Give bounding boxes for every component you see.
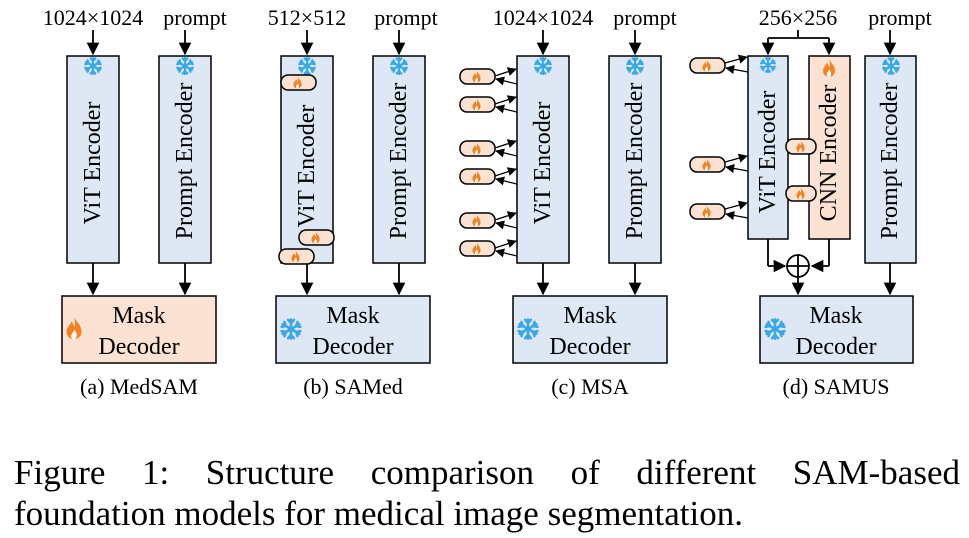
- adapter: [689, 54, 749, 74]
- vit-encoder-label: ViT Encoder: [80, 102, 106, 225]
- adapter: [298, 229, 335, 246]
- vit-encoder-label: ViT Encoder: [294, 105, 320, 228]
- prompt-label: prompt: [868, 5, 932, 30]
- adapter: [280, 74, 317, 91]
- adapter: [459, 211, 518, 230]
- prompt-label: prompt: [163, 5, 227, 30]
- mask-decoder-label-line2: Decoder: [98, 334, 179, 360]
- adapter: [785, 138, 817, 155]
- connector: [768, 30, 829, 39]
- mask-decoder-label-line1: Mask: [112, 303, 165, 329]
- prompt-encoder-label: Prompt Encoder: [172, 83, 198, 240]
- cnn-encoder-label: CNN Encoder: [816, 85, 842, 222]
- image-resolution-label: 1024×1024: [493, 5, 593, 30]
- figure-caption: Figure 1: Structure comparison of differ…: [14, 452, 960, 534]
- mask-decoder-label-line1: Mask: [563, 303, 616, 329]
- image-resolution-label: 256×256: [759, 5, 837, 30]
- prompt-label: prompt: [374, 5, 438, 30]
- circled-plus-icon: [786, 254, 810, 278]
- image-resolution-label: 1024×1024: [43, 5, 143, 30]
- mask-decoder-label-line2: Decoder: [795, 334, 876, 360]
- adapter: [459, 139, 518, 158]
- adapter: [459, 239, 518, 258]
- vit-encoder-box: [516, 55, 570, 264]
- adapter: [689, 200, 749, 220]
- panel-samed: 512×512 prompt ViT Encoder Prompt Encode…: [268, 5, 438, 399]
- panel-caption: (c) MSA: [551, 374, 629, 399]
- mask-decoder-box: [759, 295, 914, 364]
- prompt-encoder-label: Prompt Encoder: [877, 83, 903, 240]
- prompt-encoder-label: Prompt Encoder: [622, 83, 648, 240]
- adapter: [459, 95, 518, 114]
- panel-medsam: 1024×1024 prompt ViT Encoder Prompt Enco…: [43, 5, 227, 399]
- adapter: [785, 185, 817, 202]
- prompt-encoder-label: Prompt Encoder: [386, 83, 412, 240]
- adapter: [689, 153, 749, 173]
- mask-decoder-label-line1: Mask: [326, 303, 379, 329]
- panel-samus: 256×256 prompt ViT Encoder CNN Encoder: [689, 5, 932, 399]
- adapter: [459, 67, 518, 86]
- panel-caption: (d) SAMUS: [783, 374, 890, 399]
- panel-caption: (a) MedSAM: [80, 374, 198, 399]
- figure-caption-line-1: Figure 1: Structure comparison of differ…: [14, 453, 960, 492]
- architecture-diagram: 1024×1024 prompt ViT Encoder Prompt Enco…: [43, 5, 932, 399]
- vit-encoder-label: ViT Encoder: [755, 91, 781, 214]
- mask-decoder-box: [61, 295, 217, 364]
- panel-caption: (b) SAMed: [303, 374, 403, 399]
- panel-msa: 1024×1024 prompt ViT Encoder: [459, 5, 677, 399]
- vit-encoder-box: [66, 55, 120, 264]
- vit-encoder-box: [747, 55, 789, 240]
- mask-decoder-box: [275, 295, 431, 364]
- prompt-encoder-box: [158, 55, 212, 264]
- adapter: [459, 167, 518, 186]
- mask-decoder-label-line2: Decoder: [549, 334, 630, 360]
- adapter: [278, 248, 315, 265]
- mask-decoder-label-line2: Decoder: [312, 334, 393, 360]
- image-resolution-label: 512×512: [268, 5, 346, 30]
- mask-decoder-box: [512, 295, 668, 364]
- prompt-encoder-box: [608, 55, 662, 264]
- vit-encoder-label: ViT Encoder: [530, 102, 556, 225]
- prompt-label: prompt: [613, 5, 677, 30]
- mask-decoder-label-line1: Mask: [809, 303, 862, 329]
- figure-caption-line-2: foundation models for medical image segm…: [14, 494, 743, 533]
